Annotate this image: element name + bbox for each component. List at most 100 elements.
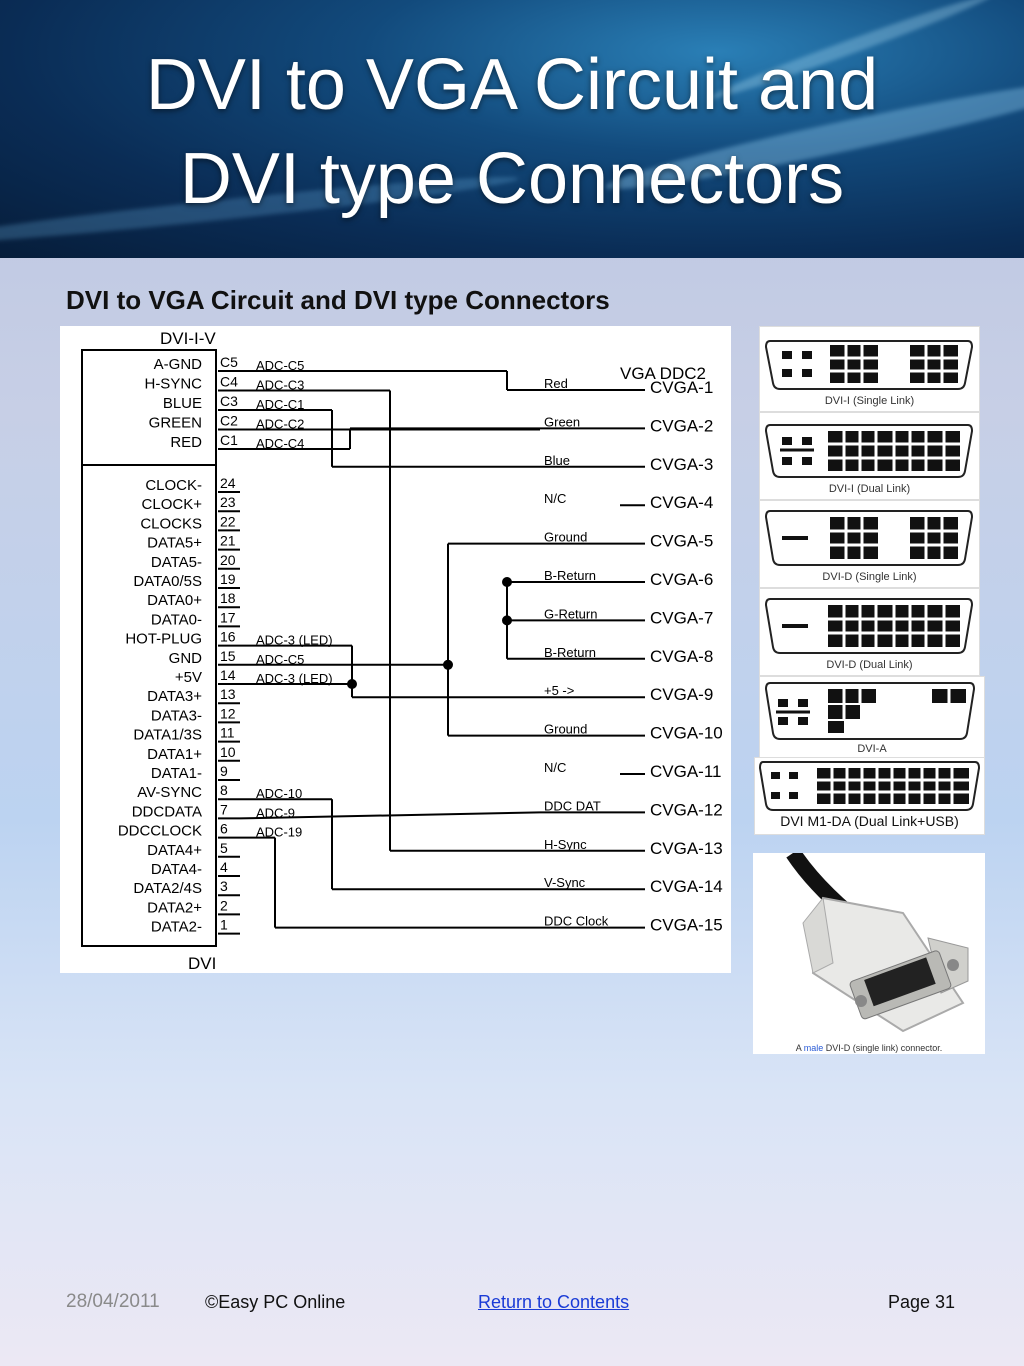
dvi-m1-da-icon [758, 761, 981, 811]
dvi-signal-label: DATA3+ [147, 688, 202, 705]
vga-pin-label: CVGA-2 [650, 416, 713, 435]
vga-pin-label: CVGA-1 [650, 378, 713, 397]
dvi-signal-label: RED [170, 434, 202, 451]
wire [239, 811, 541, 820]
dvi-pin-number: 5 [220, 840, 228, 856]
title-line-1: DVI to VGA Circuit and [145, 45, 879, 125]
section-heading: DVI to VGA Circuit and DVI type Connecto… [66, 285, 610, 315]
connector-caption: DVI-A [857, 743, 887, 755]
dvi-pin-number: C2 [220, 413, 238, 429]
dvi-signal-label: DATA4- [151, 861, 202, 878]
connector-dvi-d-dual: DVI-D (Dual Link) [759, 588, 980, 676]
page-title: DVI to VGA Circuit and DVI type Connecto… [0, 38, 1024, 226]
vga-pin-label: CVGA-12 [650, 800, 723, 819]
vga-signal-label: Ground [544, 530, 587, 545]
junction-dot [443, 659, 453, 670]
dvi-signal-label: BLUE [163, 395, 202, 412]
dvi-signal-label: DDCCLOCK [118, 823, 202, 840]
dvi-signal-label: H-SYNC [144, 376, 202, 393]
dvi-pin-number: 21 [220, 533, 236, 549]
connector-caption: DVI M1-DA (Dual Link+USB) [780, 813, 959, 829]
vga-signal-label: B-Return [544, 645, 596, 660]
dvi-pin-number: 1 [220, 917, 228, 933]
vga-pin-label: CVGA-8 [650, 647, 713, 666]
dvi-pin-number: C1 [220, 432, 238, 448]
vga-ddc2-label: VGA DDC2 [620, 364, 706, 383]
dvi-bottom-label: DVI [188, 954, 216, 973]
wire-label: ADC-C4 [256, 436, 304, 451]
wire-label: ADC-3 (LED) [256, 633, 333, 648]
connector-dvi-i-single: DVI-I (Single Link) [759, 326, 980, 412]
dvi-signal-label: DATA2- [151, 919, 202, 936]
dvi-pin-number: 6 [220, 821, 228, 837]
dvi-signal-label: DATA5+ [147, 535, 202, 552]
dvi-signal-label: DATA5- [151, 554, 202, 571]
dvi-pin-number: 18 [220, 590, 236, 606]
vga-pin-label: CVGA-3 [650, 455, 713, 474]
dvi-pin-number: C5 [220, 354, 238, 370]
dvi-signal-label: DATA1/3S [133, 727, 202, 744]
dvi-signal-label: DATA2+ [147, 899, 202, 916]
dvi-signal-label: DATA0/5S [133, 573, 202, 590]
connector-caption: DVI-I (Dual Link) [828, 483, 911, 495]
dvi-pin-number: 11 [220, 725, 235, 741]
vga-signal-label: V-Sync [544, 875, 586, 890]
vga-pin-label: CVGA-13 [650, 839, 723, 858]
vga-signal-label: DDC Clock [544, 914, 609, 929]
dvi-signal-label: GND [169, 650, 203, 667]
dvi-signal-label: CLOCK+ [142, 496, 203, 513]
dvi-pin-number: 19 [220, 571, 236, 587]
connector-dvi-m1-da: DVI M1-DA (Dual Link+USB) [754, 757, 985, 835]
dvi-pin-number: 9 [220, 763, 228, 779]
dvi-pin-number: 3 [220, 878, 228, 894]
dvi-i-single-icon [764, 340, 974, 390]
dvi-signal-label: DATA2/4S [133, 880, 202, 897]
vga-pin-label: CVGA-11 [650, 762, 722, 781]
dvi-pin-number: 13 [220, 686, 236, 702]
connector-dvi-i-dual: DVI-I (Dual Link) [759, 412, 980, 500]
dvi-pin-number: 8 [220, 782, 228, 798]
dvi-d-dual-icon [764, 598, 974, 654]
dvi-pin-number: 12 [220, 705, 236, 721]
wire-label: ADC-C5 [256, 358, 304, 373]
dvi-signal-label: CLOCKS [140, 515, 202, 532]
dvi-signal-label: +5V [175, 669, 202, 686]
page-number: Page 31 [888, 1292, 956, 1312]
dvi-pin-number: C3 [220, 393, 238, 409]
connector-caption: DVI-D (Single Link) [822, 571, 917, 583]
wire-label: ADC-C2 [256, 417, 304, 432]
dvi-d-single-icon [764, 510, 974, 566]
dvi-signal-label: A-GND [154, 356, 203, 373]
dvi-signal-label: DATA1- [151, 765, 202, 782]
dvi-i-v-label: DVI-I-V [160, 329, 216, 348]
vga-pin-label: CVGA-4 [650, 493, 713, 512]
vga-signal-label: N/C [544, 491, 566, 506]
dvi-signal-label: HOT-PLUG [125, 631, 202, 648]
wire-group [239, 370, 645, 929]
wire-label: ADC-C5 [256, 652, 304, 667]
dvi-plug-icon: A male DVI-D (single link) connector. [786, 848, 969, 1053]
footer-date: 28/04/2011 [66, 1291, 160, 1312]
dvi-signal-label: CLOCK- [145, 477, 202, 494]
vga-signal-label: Blue [544, 453, 570, 468]
return-to-contents-link[interactable]: Return to Contents [478, 1292, 630, 1312]
dvi-pin-number: 17 [220, 609, 236, 625]
vga-pin-label: CVGA-14 [650, 877, 723, 896]
vga-pin-label: CVGA-15 [650, 916, 723, 935]
title-banner: DVI to VGA Circuit and DVI type Connecto… [0, 0, 1024, 258]
vga-signal-label: DDC DAT [544, 798, 601, 813]
photo-caption: A male DVI-D (single link) connector. [796, 1043, 943, 1053]
dvi-signal-label: DDCDATA [132, 803, 202, 820]
connector-dvi-a: DVI-A [759, 676, 985, 758]
dvi-i-dual-icon [764, 424, 974, 478]
dvi-signal-label: DATA0- [151, 611, 202, 628]
vga-signal-label: Ground [544, 722, 587, 737]
dvi-pin-number: 7 [220, 801, 228, 817]
vga-pin-label: CVGA-6 [650, 570, 713, 589]
wire-label: ADC-C1 [256, 397, 304, 412]
vga-signal-label: +5 -> [544, 683, 574, 698]
